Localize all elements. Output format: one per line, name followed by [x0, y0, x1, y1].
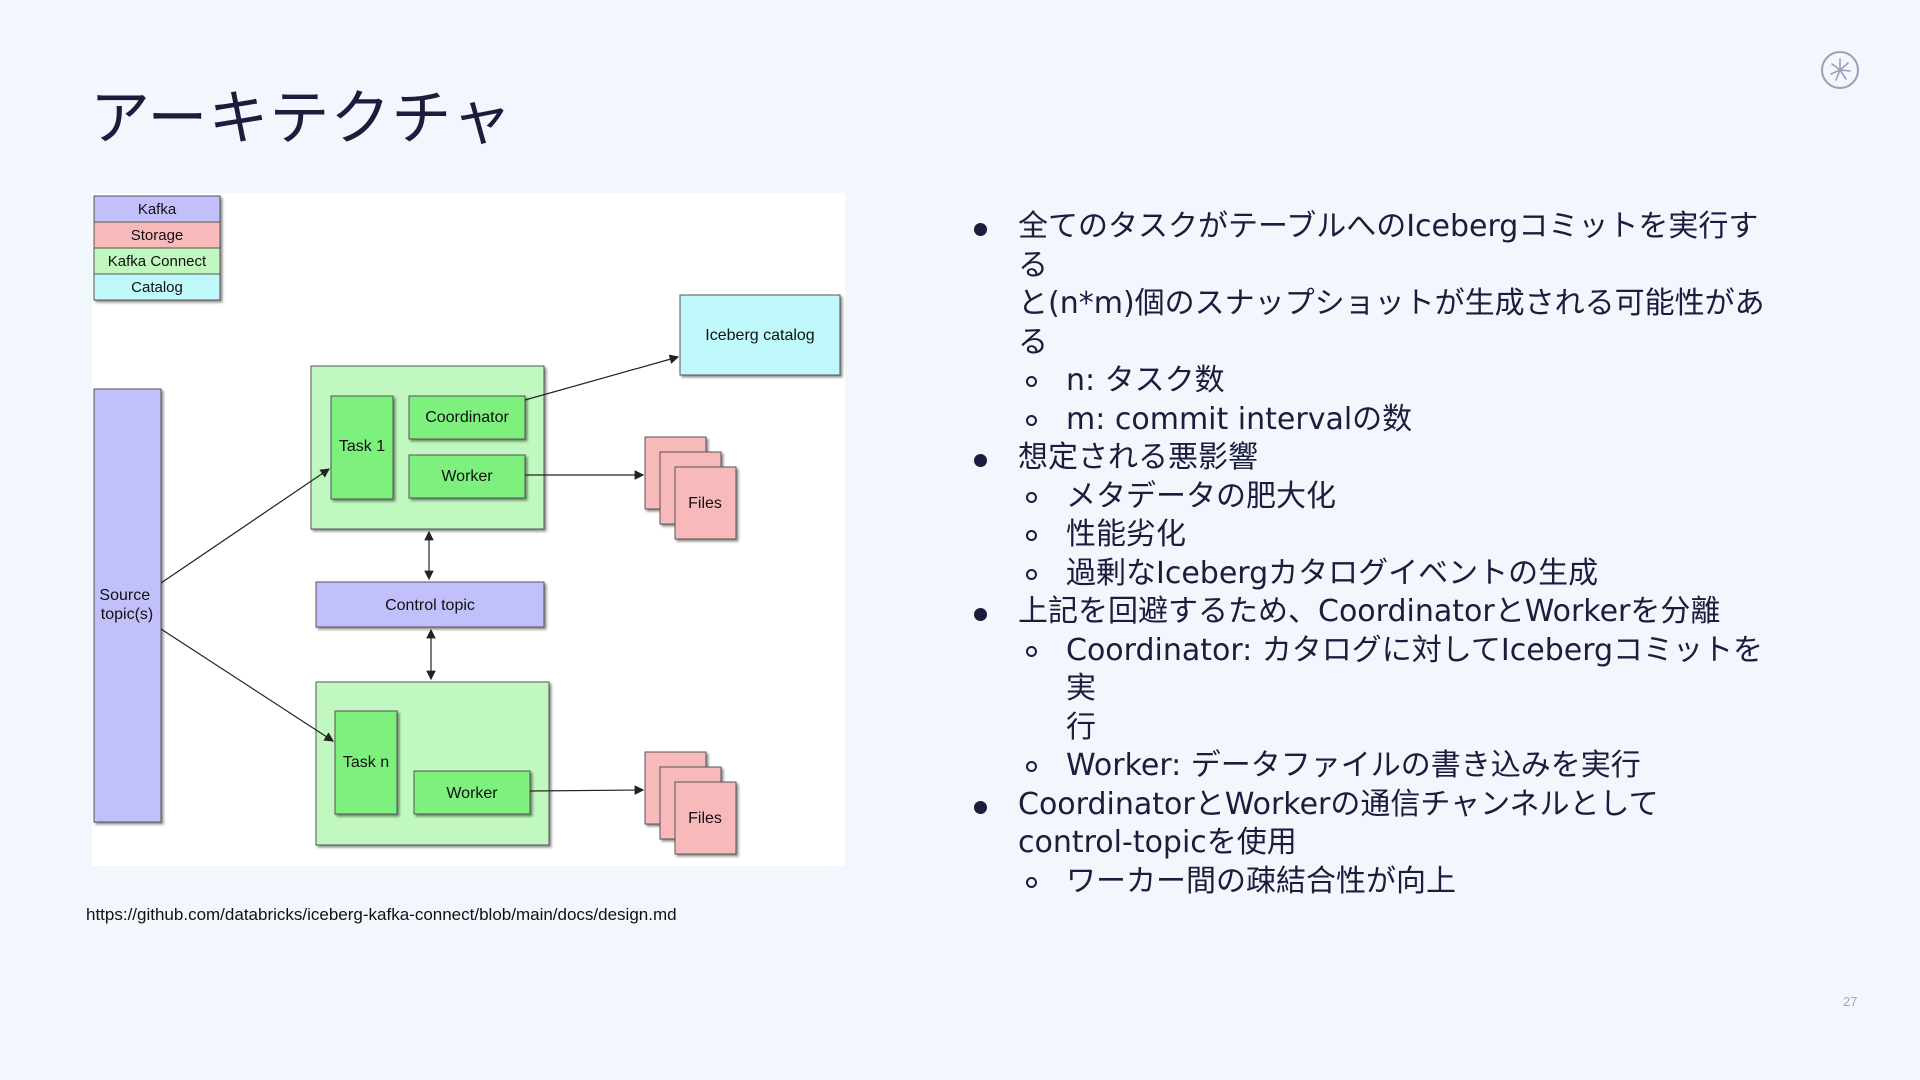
coordinator-box — [408, 395, 526, 440]
worker-2-label: Worker — [446, 785, 498, 802]
bullet-text: 過剰なIcebergカタログイベントの生成 — [1066, 555, 1599, 591]
bullet-text: メタデータの肥大化 — [1066, 478, 1336, 514]
sub-bullet-item: メタデータの肥大化 — [968, 478, 1768, 517]
task-1-label: Task 1 — [339, 438, 385, 455]
bullet-circle-icon — [1026, 376, 1037, 387]
legend-storage: Storage — [131, 227, 184, 244]
bullet-circle-icon — [1026, 491, 1037, 503]
bullet-item: 上記を回避するため、CoordinatorとWorkerを分離 — [968, 593, 1768, 632]
bullet-dot-icon — [974, 454, 987, 467]
files-stack-1 — [644, 436, 737, 540]
task-1-box — [330, 395, 394, 500]
worker-2-box — [413, 770, 531, 815]
files-2-label: Files — [688, 810, 722, 827]
sub-bullet-item: Coordinator: カタログに対してIcebergコミットを実 — [968, 632, 1768, 709]
bullet-text: CoordinatorとWorkerの通信チャンネルとして — [1018, 786, 1659, 822]
bullet-text: 性能劣化 — [1066, 517, 1186, 552]
sub-bullet-item: 行 — [968, 709, 1768, 748]
bullet-text: ワーカー間の疎結合性が向上 — [1066, 863, 1456, 899]
bullet-item: 全てのタスクがテーブルへのIcebergコミットを実行する — [968, 208, 1768, 285]
bullet-dot-icon — [974, 223, 987, 236]
sub-bullet-item: Worker: データファイルの書き込みを実行 — [968, 747, 1768, 786]
bullet-text: 行 — [1066, 709, 1096, 745]
source-url-link[interactable]: https://github.com/databricks/iceberg-ka… — [86, 905, 677, 924]
legend-catalog: Catalog — [131, 279, 183, 296]
source-topic-label: Source topic(s) — [99, 587, 154, 623]
bullet-text: Coordinator: カタログに対してIcebergコミットを実 — [1066, 632, 1764, 707]
slide-title: アーキテクチャ — [90, 84, 513, 154]
connect-group-1 — [310, 365, 545, 530]
page-number: 27 — [1843, 994, 1858, 1009]
bullet-text: 想定される悪影響 — [1018, 440, 1258, 475]
bullet-text: control-topicを使用 — [1018, 825, 1297, 860]
bullet-circle-icon — [1026, 530, 1037, 541]
bullet-item: 想定される悪影響 — [968, 439, 1768, 478]
bullet-text: n: タスク数 — [1066, 363, 1225, 398]
iceberg-catalog-label: Iceberg catalog — [705, 327, 814, 344]
bullet-text: と(n*m)個のスナップショットが生成される可能性がある — [1018, 286, 1765, 360]
sub-bullet-item: 性能劣化 — [968, 516, 1768, 555]
spark-circle-icon — [1821, 51, 1859, 89]
worker-1-box — [408, 454, 526, 499]
sub-bullet-item: 過剰なIcebergカタログイベントの生成 — [968, 555, 1768, 594]
source-topic-box — [93, 388, 162, 823]
bullet-dot-icon — [974, 608, 987, 621]
sub-bullet-item: m: commit intervalの数 — [968, 401, 1768, 440]
iceberg-catalog-box — [679, 294, 841, 376]
bullet-text: 全てのタスクがテーブルへのIcebergコミットを実行する — [1018, 209, 1759, 283]
sub-bullet-item: n: タスク数 — [968, 362, 1768, 401]
bullet-circle-icon — [1026, 761, 1037, 772]
bullet-dot-icon — [974, 800, 987, 814]
bullet-list: 全てのタスクがテーブルへのIcebergコミットを実行すると(n*m)個のスナッ… — [968, 208, 1768, 901]
bullet-circle-icon — [1026, 414, 1037, 426]
bullet-circle-icon — [1026, 876, 1037, 888]
bullet-item: control-topicを使用 — [968, 824, 1768, 863]
control-topic-label: Control topic — [385, 597, 475, 614]
task-n-label: Task n — [343, 754, 389, 771]
bullet-text: m: commit intervalの数 — [1066, 401, 1413, 437]
bullet-item: CoordinatorとWorkerの通信チャンネルとして — [968, 786, 1768, 825]
control-topic-box — [315, 581, 545, 628]
task-n-box — [334, 710, 398, 815]
legend-kafka-connect: Kafka Connect — [108, 253, 207, 270]
diagram-arrows — [160, 354, 680, 795]
bullet-circle-icon — [1026, 568, 1037, 580]
sub-bullet-item: ワーカー間の疎結合性が向上 — [968, 863, 1768, 902]
bullet-text: Worker: データファイルの書き込みを実行 — [1066, 748, 1641, 783]
legend-kafka: Kafka — [138, 201, 177, 218]
files-1-label: Files — [688, 495, 722, 512]
bullet-circle-icon — [1026, 645, 1037, 657]
coordinator-label: Coordinator — [425, 409, 509, 426]
bullet-text: 上記を回避するため、CoordinatorとWorkerを分離 — [1018, 594, 1721, 629]
diagram-legend — [93, 195, 221, 301]
worker-1-label: Worker — [441, 468, 493, 485]
bullet-item: と(n*m)個のスナップショットが生成される可能性がある — [968, 285, 1768, 362]
architecture-diagram: Kafka Storage Kafka Connect Catalog Iceb… — [92, 193, 845, 866]
files-stack-2 — [644, 751, 737, 855]
